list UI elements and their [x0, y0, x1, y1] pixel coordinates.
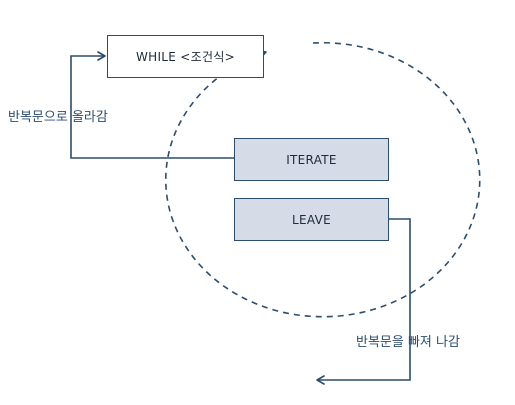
iterate-box: ITERATE [234, 138, 389, 181]
leave-label: LEAVE [292, 212, 331, 227]
while-condition-box: WHILE <조건식> [107, 35, 264, 78]
loop-circle-dashed [164, 41, 481, 318]
loop-back-label: 반복문으로 올라감 [8, 110, 108, 125]
iterate-label: ITERATE [286, 152, 337, 167]
exit-loop-label: 반복문을 빠져 나감 [356, 335, 460, 350]
leave-box: LEAVE [234, 198, 389, 241]
while-condition-label: WHILE <조건식> [135, 50, 236, 64]
iterate-loop-back-arrow [70, 51, 234, 159]
leave-exit-arrow [316, 218, 411, 385]
